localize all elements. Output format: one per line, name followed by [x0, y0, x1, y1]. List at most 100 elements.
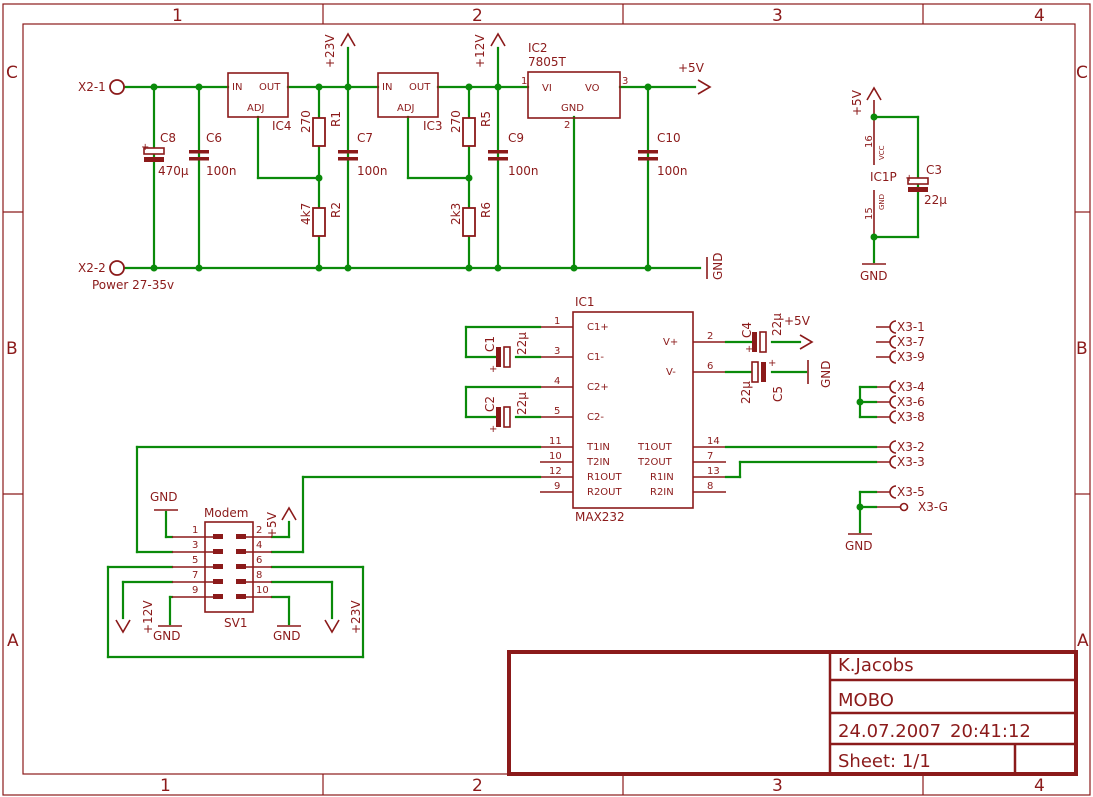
- ic1p-name: IC1P: [870, 170, 897, 184]
- ic1-pin-num-6: 6: [707, 361, 713, 372]
- ic1-name: IC1: [575, 295, 595, 309]
- ic1-pin-label-c1p: C1+: [587, 322, 609, 333]
- c5-gnd-label: GND: [819, 360, 833, 388]
- col-label-1: 1: [172, 6, 183, 26]
- svg-text:+: +: [745, 344, 753, 355]
- svg-text:+: +: [768, 358, 776, 369]
- resistor-r5: 270 R5: [449, 110, 493, 147]
- x2-2-label: X2-2: [78, 261, 106, 275]
- ic1-pin-label-t2in: T2IN: [586, 457, 610, 468]
- ic1-pin-num-12: 12: [549, 466, 562, 477]
- ic2-vo-label: VO: [585, 83, 600, 94]
- sv1-5v-label: +5V: [265, 511, 279, 538]
- resistor-r1: 270 R1: [299, 110, 343, 147]
- sv1-pin-10: 10: [256, 585, 269, 596]
- row-label-b: B: [6, 339, 18, 359]
- power-section: X2-1 X2-2 Power 27-35v IN OUT ADJ IC4 IN…: [78, 32, 725, 292]
- col-label-4: 4: [1034, 6, 1045, 26]
- x3-gnd-label: GND: [845, 539, 873, 553]
- x3-9-label: X3-9: [897, 350, 925, 364]
- x2-1-label: X2-1: [78, 80, 106, 94]
- r5-name: R5: [479, 111, 493, 127]
- sv1-pin-5: 5: [192, 555, 198, 566]
- capacitor-c9: C9 100n: [488, 131, 539, 178]
- x3-1-label: X3-1: [897, 320, 925, 334]
- sv1-pin-8: 8: [256, 570, 262, 581]
- ic2-value: 7805T: [528, 55, 567, 69]
- ic1p-supply-label: +5V: [850, 89, 864, 116]
- c5-name: C5: [771, 386, 785, 402]
- col-label-3-bottom: 3: [772, 776, 783, 796]
- c1-value: 22µ: [515, 332, 529, 355]
- ic1-pin-num-10: 10: [549, 451, 562, 462]
- ic1-pin-num-1: 1: [554, 316, 560, 327]
- x3-4-label: X3-4: [897, 380, 925, 394]
- ic1-pin-num-4: 4: [554, 376, 560, 387]
- title-author: K.Jacobs: [838, 655, 914, 676]
- ic1-pin-label-r1out: R1OUT: [587, 472, 623, 483]
- col-label-4-bottom: 4: [1034, 776, 1045, 796]
- title-sheet: Sheet: 1/1: [838, 751, 931, 772]
- ic1-pin-label-r1in: R1IN: [650, 472, 674, 483]
- serial-signal-wires: [724, 445, 878, 479]
- r2-name: R2: [329, 202, 343, 218]
- supply-12v-label: +12V: [473, 34, 487, 68]
- ic1-pin-label-t1in: T1IN: [586, 442, 610, 453]
- r5-value: 270: [449, 110, 463, 133]
- sv1-pin-3: 3: [192, 540, 198, 551]
- c8-value: 470µ: [158, 164, 189, 178]
- svg-text:+: +: [905, 173, 913, 184]
- ic4-in-label: IN: [232, 82, 242, 93]
- ic1p-gnd-label: GND: [860, 269, 888, 283]
- ic1-pin-label-t2out: T2OUT: [637, 457, 673, 468]
- x3-connector: GND X3-1 X3-7 X3-9 X3-4 X3-6 X3-8 X3-2 X…: [845, 320, 948, 553]
- ic1p-vcc-label: VCC: [878, 145, 886, 160]
- ic1-pin-num-7: 7: [707, 451, 713, 462]
- sv1-title: Modem: [204, 506, 248, 520]
- sv1-pin-9: 9: [192, 585, 198, 596]
- sv1-pin-7: 7: [192, 570, 198, 581]
- ic3-name: IC3: [423, 119, 443, 133]
- ic1-pin-label-vp: V+: [663, 337, 678, 348]
- resistor-r6: 2k3 R6: [449, 202, 493, 237]
- title-date: 24.07.2007: [838, 721, 941, 742]
- ic1-pin-label-c2m: C2-: [587, 412, 604, 423]
- sv1-header: Modem SV1 1 3 5 7: [106, 445, 542, 659]
- ic1-pin-num-14: 14: [707, 436, 720, 447]
- col-label-1-bottom: 1: [160, 776, 171, 796]
- ic3-in-label: IN: [382, 82, 392, 93]
- x3-8-label: X3-8: [897, 410, 925, 424]
- ic1-pin-label-r2out: R2OUT: [587, 487, 623, 498]
- capacitor-c7: C7 100n: [338, 131, 388, 178]
- ic1p-power-block: +5V 16 VCC IC1P GND 15 GND + C3 22µ: [850, 86, 947, 283]
- capacitor-c6: C6 100n: [189, 131, 237, 178]
- ic1-pin-num-9: 9: [554, 481, 560, 492]
- col-label-2: 2: [472, 6, 483, 26]
- supply-23v: +23V: [323, 32, 356, 68]
- sv1-gnd-a-label: GND: [153, 629, 181, 643]
- regulator-ic2: IC2 7805T VI VO GND 1 2 3: [521, 41, 628, 131]
- x3-2-label: X3-2: [897, 440, 925, 454]
- r6-name: R6: [479, 202, 493, 218]
- power-input-label: Power 27-35v: [92, 278, 174, 292]
- r1-value: 270: [299, 110, 313, 133]
- ic2-gnd-label: GND: [561, 103, 584, 114]
- ic2-vi-label: VI: [542, 83, 552, 94]
- x3-6-label: X3-6: [897, 395, 925, 409]
- ic1-pin-num-2: 2: [707, 331, 713, 342]
- max232-ic1: IC1 MAX232 1 3 4 5 11 10 12 9 C1+ C1- C2…: [464, 295, 833, 524]
- gnd-power-label: GND: [711, 252, 725, 280]
- ic1-pin-label-c1m: C1-: [587, 352, 604, 363]
- c2-value: 22µ: [515, 392, 529, 415]
- ic2-pin3: 3: [622, 76, 628, 87]
- row-label-b-right: B: [1076, 339, 1088, 359]
- ic4-adj-label: ADJ: [247, 103, 265, 114]
- ic1p-pin15: 15: [864, 207, 875, 220]
- title-project: MOBO: [838, 690, 894, 711]
- capacitor-c2: + C2 22µ: [464, 385, 542, 435]
- ic3-adj-label: ADJ: [397, 103, 415, 114]
- c10-value: 100n: [657, 164, 688, 178]
- ic1-value: MAX232: [575, 510, 625, 524]
- ic1p-pin16: 16: [864, 135, 875, 148]
